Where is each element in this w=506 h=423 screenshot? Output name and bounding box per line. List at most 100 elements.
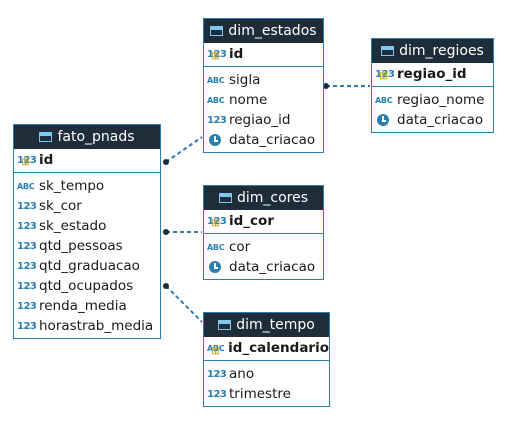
column-row[interactable]: ABC regiao_nome [372, 90, 493, 110]
column-row[interactable]: data_criacao [204, 130, 323, 150]
text-type-icon-pk: ABC [207, 344, 226, 357]
table-header[interactable]: dim_estados [204, 19, 323, 43]
column-row[interactable]: data_criacao [204, 257, 323, 277]
column-name: ano [229, 366, 255, 382]
numeric-type-icon-pk: 123 [207, 49, 227, 62]
numeric-type-icon: 123 [17, 280, 37, 292]
table-header[interactable]: dim_cores [204, 186, 323, 210]
text-type-icon: ABC [375, 95, 393, 105]
column-name: renda_media [39, 298, 127, 314]
table-icon [218, 320, 232, 330]
relation-endpoint-dot [163, 283, 169, 289]
table-title: fato_pnads [57, 129, 135, 145]
primary-key-name: id [39, 152, 54, 168]
column-row[interactable]: ABC sigla [204, 70, 323, 90]
numeric-type-icon: 123 [17, 220, 37, 232]
text-type-icon: ABC [207, 75, 225, 85]
column-name: trimestre [229, 386, 291, 402]
table-header[interactable]: fato_pnads [14, 125, 160, 149]
column-name: sk_estado [39, 218, 107, 234]
table-icon [218, 193, 232, 203]
column-name: sigla [229, 72, 261, 88]
numeric-type-icon: 123 [17, 320, 37, 332]
column-name: horastrab_media [39, 318, 154, 334]
table-header[interactable]: dim_regioes [372, 39, 493, 63]
table-icon [210, 26, 224, 36]
column-name: data_criacao [229, 132, 316, 148]
column-name: data_criacao [229, 259, 316, 275]
table-header[interactable]: dim_tempo [204, 313, 329, 337]
table-icon [39, 132, 53, 142]
column-name: qtd_pessoas [39, 238, 123, 254]
primary-key-row[interactable]: 123id_cor [204, 211, 323, 231]
relation-endpoint-dot [163, 229, 169, 235]
numeric-type-icon: 123 [17, 200, 37, 212]
primary-key-section: ABCid_calendario [204, 337, 329, 361]
relation-endpoint-dot [163, 159, 169, 165]
numeric-type-icon: 123 [207, 114, 227, 126]
table-dim-tempo[interactable]: dim_tempoABCid_calendario123ano123trimes… [203, 312, 330, 407]
numeric-type-icon: 123 [207, 368, 227, 380]
column-name: regiao_nome [397, 92, 485, 108]
timestamp-type-icon [209, 134, 221, 146]
primary-key-row[interactable]: 123id [204, 44, 323, 64]
text-type-icon: ABC [17, 181, 35, 191]
timestamp-type-icon [209, 261, 221, 273]
column-name: qtd_ocupados [39, 278, 134, 294]
primary-key-name: id_cor [229, 213, 274, 229]
relation-line-fato-pnads-to-dim-tempo[interactable] [165, 285, 203, 323]
columns-section: ABC regiao_nome data_criacao [372, 87, 493, 132]
column-name: sk_tempo [39, 178, 105, 194]
table-title: dim_regioes [399, 43, 484, 59]
numeric-type-icon: 123 [17, 240, 37, 252]
table-icon [381, 46, 395, 56]
primary-key-row[interactable]: ABCid_calendario [204, 338, 329, 358]
column-name: regiao_id [229, 112, 291, 128]
numeric-type-icon: 123 [207, 388, 227, 400]
relation-endpoint-dot [323, 83, 329, 89]
column-name: qtd_graduacao [39, 258, 140, 274]
numeric-type-icon-pk: 123 [207, 216, 227, 229]
primary-key-name: regiao_id [397, 66, 467, 82]
column-row[interactable]: data_criacao [372, 110, 493, 130]
table-fato-pnads[interactable]: fato_pnads123idABCsk_tempo123sk_cor123sk… [13, 124, 161, 339]
numeric-type-icon: 123 [17, 300, 37, 312]
column-row[interactable]: ABC sk_tempo [14, 176, 160, 196]
primary-key-section: 123id_cor [204, 210, 323, 234]
primary-key-name: id_calendario [228, 340, 329, 356]
column-name: data_criacao [397, 112, 484, 128]
primary-key-section: 123id [204, 43, 323, 67]
primary-key-name: id [229, 46, 244, 62]
relation-line-fato-pnads-to-dim-estados[interactable] [165, 136, 203, 163]
table-dim-estados[interactable]: dim_estados123idABCsiglaABCnome123regiao… [203, 18, 324, 153]
text-type-icon: ABC [207, 95, 225, 105]
numeric-type-icon-pk: 123 [17, 155, 37, 168]
table-title: dim_tempo [236, 317, 315, 333]
table-title: dim_cores [236, 190, 309, 206]
column-name: sk_cor [39, 198, 82, 214]
primary-key-row[interactable]: 123id [14, 150, 160, 170]
primary-key-section: 123id [14, 149, 160, 173]
numeric-type-icon: 123 [17, 260, 37, 272]
